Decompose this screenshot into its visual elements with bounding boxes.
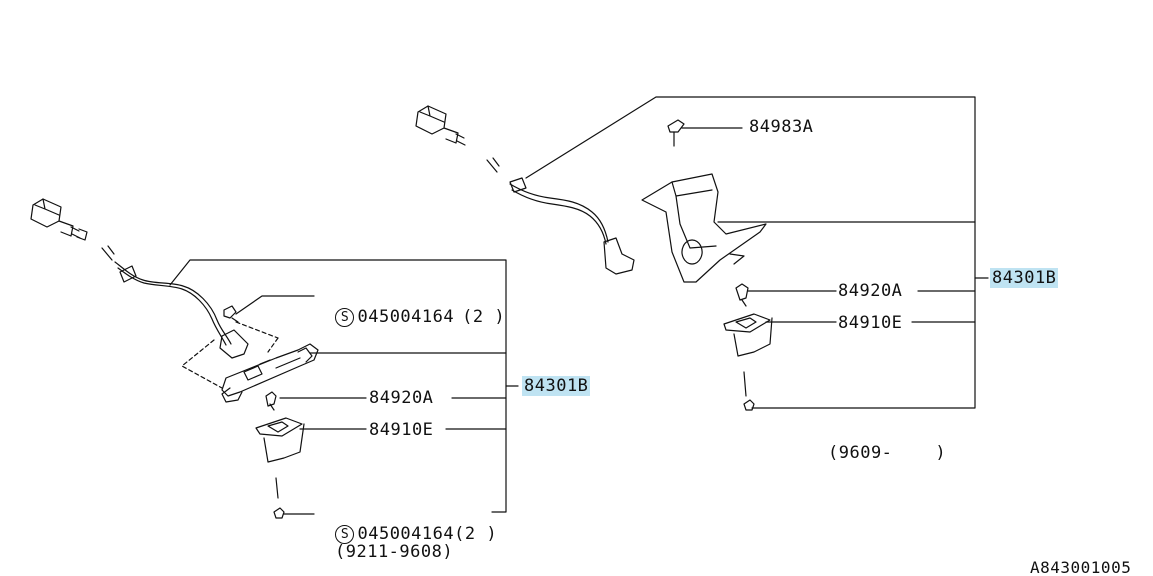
left-lens [255,417,305,499]
standard-part-symbol: S [335,308,355,327]
quantity-label: (2 ) [454,524,498,544]
right-mounting-bracket [641,173,767,283]
left-bulb [265,391,277,411]
part-number-label: 045004164 [357,524,455,544]
left-screw-top [223,305,239,323]
left-model-year-range: (9211-9608) [335,542,454,562]
right-screw-bottom [743,399,755,411]
left-callout-lines [169,259,519,515]
left-assembly-part-link[interactable]: 84301B [522,376,591,396]
quantity-label: (2 ) [462,307,506,327]
left-lens-part-label: 84910E [369,420,434,440]
right-model-year-range: (9609- ) [828,443,947,463]
right-callout-lines [525,96,989,409]
right-connector-plug [415,105,500,173]
left-dashed-guides [181,321,279,389]
right-bulb [735,283,749,307]
part-number-label: 045004164 [357,307,455,327]
right-screw-part-label: 84983A [749,117,814,137]
right-screw-top [667,119,685,147]
left-screw-bottom [273,507,285,519]
right-assembly-part-link[interactable]: 84301B [990,268,1059,288]
left-connector-plug [30,198,115,261]
right-lamp-wire [509,177,635,275]
standard-part-symbol: S [335,525,355,544]
figure-id: A843001005 [1030,558,1132,576]
right-bulb-part-label: 84920A [838,281,903,301]
left-lamp-housing [221,343,319,403]
left-lamp-wire [114,261,249,359]
right-lens-part-label: 84910E [838,313,903,333]
left-bulb-part-label: 84920A [369,388,434,408]
right-lens [723,313,773,397]
